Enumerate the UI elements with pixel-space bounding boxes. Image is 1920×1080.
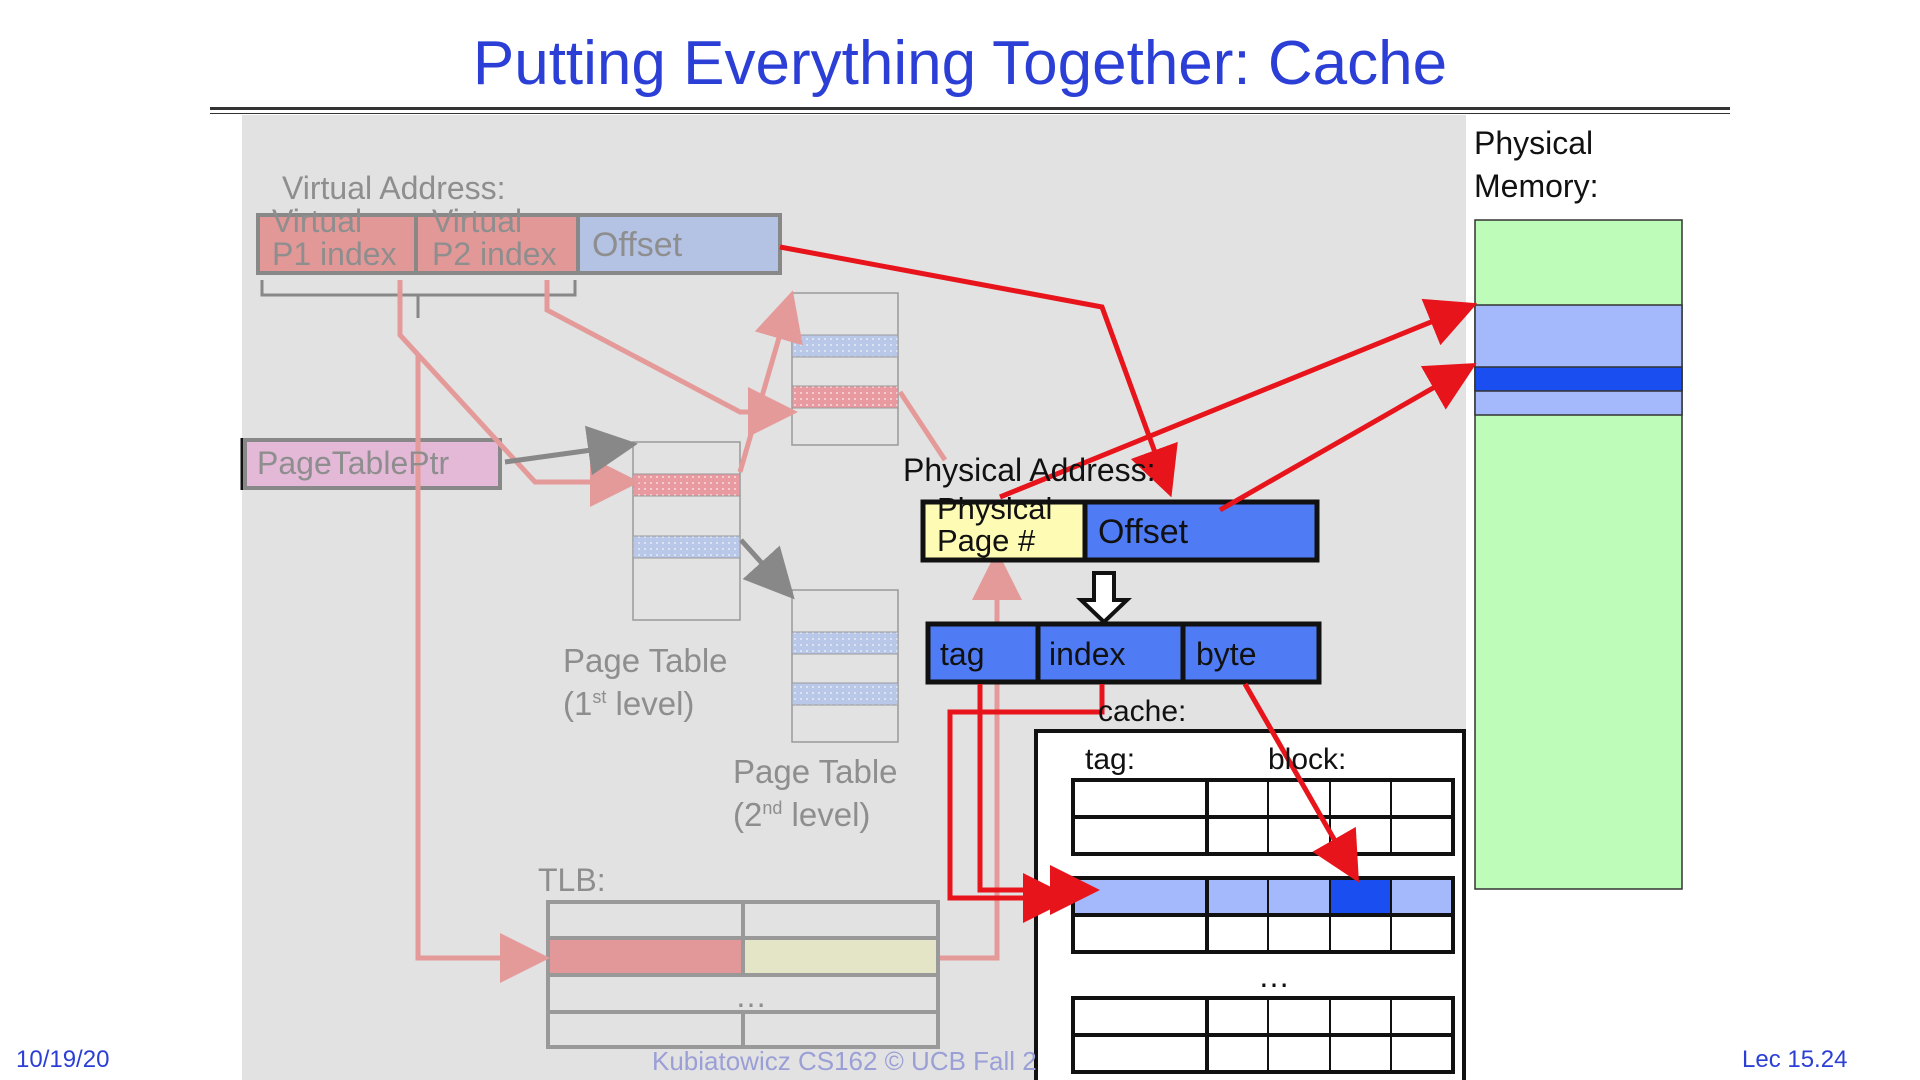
page-table-2-level: (2nd level) <box>733 796 870 834</box>
page-table-first-level <box>632 441 741 621</box>
cache-set-1 <box>1071 778 1455 856</box>
virtual-address-box <box>256 213 782 318</box>
tlb-table <box>546 900 940 1049</box>
page-table-1-level-sup: st <box>592 687 607 707</box>
physical-address-box <box>920 499 1320 563</box>
page-table-2-level-post: level) <box>782 796 871 833</box>
page-table-2-level-sup: nd <box>762 798 783 818</box>
cache-block-label: block: <box>1268 743 1347 776</box>
slide-title: Putting Everything Together: Cache <box>472 29 1448 98</box>
split-down-arrow <box>1076 571 1132 625</box>
red-arrows <box>779 244 1478 923</box>
cache-set-3 <box>1071 996 1455 1074</box>
virtual-address-label: Virtual Address: <box>282 170 506 206</box>
physical-offset-label: Offset <box>1098 513 1189 551</box>
address-split-box <box>925 621 1322 685</box>
virtual-p1-line1: Virtual <box>272 203 363 239</box>
page-table-1-level-pre: (1 <box>563 685 593 722</box>
split-byte-label: byte <box>1196 636 1257 672</box>
physical-page-line1: Physical <box>937 491 1053 526</box>
grey-arrows <box>504 425 795 600</box>
page-table-second-level-top <box>791 292 899 446</box>
tlb-ellipsis: … <box>735 978 767 1014</box>
page-table-1-level: (1st level) <box>563 685 694 723</box>
title-rule-thin <box>210 113 1730 114</box>
page-table-2-level-pre: (2 <box>733 796 763 833</box>
tlb-label: TLB: <box>538 862 606 898</box>
virtual-p2-line2: P2 index <box>432 236 557 272</box>
physical-memory-line2: Memory: <box>1474 168 1599 204</box>
physical-memory <box>1474 219 1683 890</box>
cache-set-2 <box>1071 876 1455 954</box>
split-tag-label: tag <box>940 636 985 672</box>
page-table-2-title: Page Table <box>733 753 898 790</box>
page-table-ptr-box <box>240 438 502 490</box>
page-table-1-level-post: level) <box>606 685 695 722</box>
title-rule <box>210 107 1730 110</box>
virtual-p2-line1: Virtual <box>432 203 523 239</box>
footer-course: Kubiatowicz CS162 © UCB Fall 2 <box>652 1046 1037 1076</box>
footer-lecture: Lec 15.24 <box>1742 1046 1848 1073</box>
cache-tag-label: tag: <box>1085 743 1136 776</box>
physical-page-line2: Page # <box>937 523 1036 558</box>
virtual-p1-line2: P1 index <box>272 236 397 272</box>
page-table-1-title: Page Table <box>563 642 728 679</box>
cache-ellipsis: … <box>1258 958 1290 994</box>
page-table-second-level-bottom <box>791 589 899 743</box>
physical-address-label: Physical Address: <box>903 452 1156 488</box>
physical-memory-line1: Physical <box>1474 125 1594 161</box>
cache-label: cache: <box>1098 695 1187 728</box>
footer-date: 10/19/20 <box>16 1046 110 1073</box>
virtual-offset-label: Offset <box>592 226 683 264</box>
split-index-label: index <box>1049 636 1126 672</box>
page-table-ptr-label: PageTablePtr <box>257 445 450 481</box>
faded-arrows <box>397 280 1022 983</box>
